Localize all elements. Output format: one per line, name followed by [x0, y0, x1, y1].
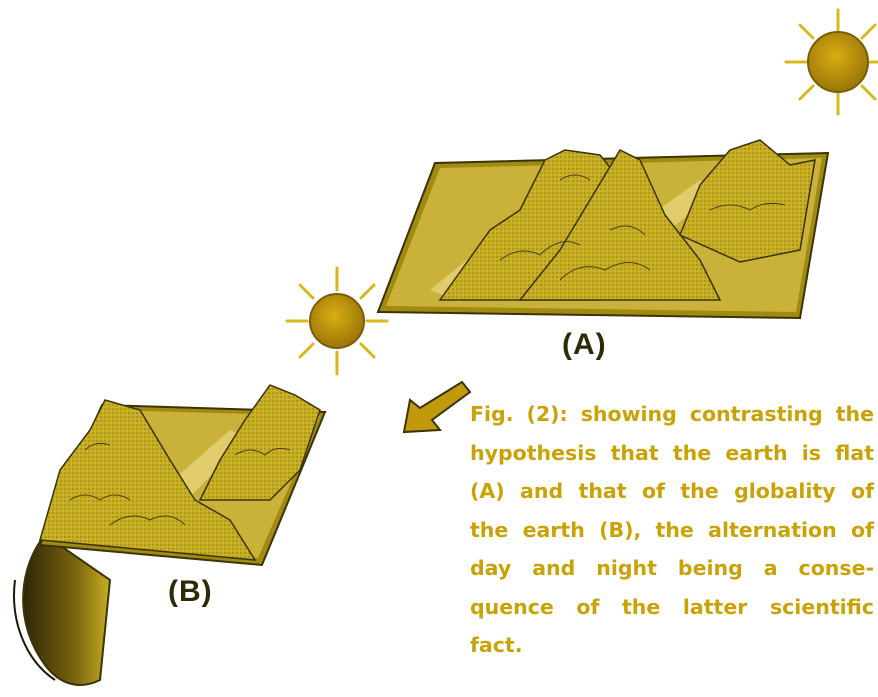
caption-line: fact. — [470, 633, 523, 657]
caption-line: day and night being a conse- — [470, 556, 874, 580]
label-a: (A) — [562, 328, 607, 361]
sun-icon — [784, 8, 878, 116]
caption-line: Fig. (2): showing contrasting the — [470, 402, 874, 426]
arrow-icon — [402, 380, 472, 434]
curved-earth-plate-b — [13, 384, 327, 686]
sun-icon — [285, 266, 389, 376]
label-b: (B) — [168, 575, 213, 608]
caption-line: hypothesis that the earth is flat — [470, 440, 874, 465]
caption-line: the earth (B), the alternation of — [470, 517, 874, 542]
caption-line: (A) and that of the globality of — [470, 479, 874, 503]
flat-earth-plate-a — [376, 139, 830, 320]
figure-caption: Fig. (2): showing contrasting the hypoth… — [470, 395, 874, 665]
caption-line: quence of the latter scientific — [470, 594, 874, 619]
